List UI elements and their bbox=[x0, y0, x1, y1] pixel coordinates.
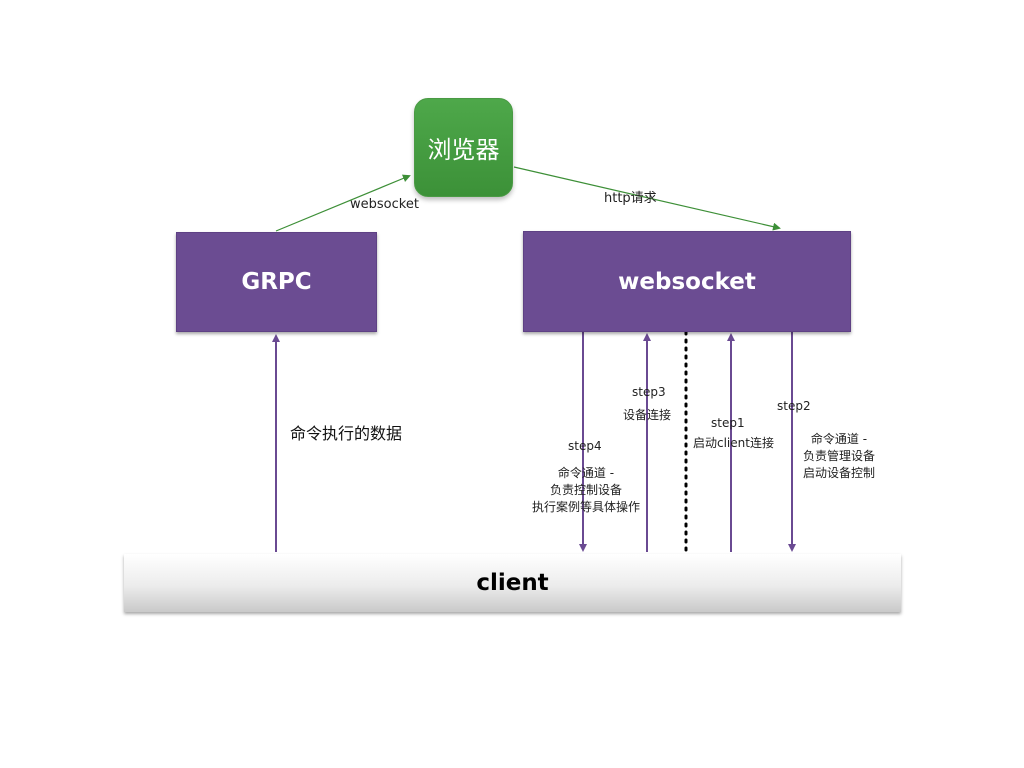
websocket-node: websocket bbox=[523, 231, 851, 332]
label-step3-desc: 设备连接 bbox=[623, 408, 672, 422]
client-node-label: client bbox=[476, 570, 549, 596]
label-step1-desc: 启动client连接 bbox=[693, 436, 774, 450]
label-step4-desc: 命令通道 - 负责控制设备 执行案例等具体操作 bbox=[531, 465, 641, 516]
label-step4-line3: 执行案例等具体操作 bbox=[531, 500, 640, 514]
grpc-node: GRPC bbox=[176, 232, 377, 332]
label-step2-desc: 命令通道 - 负责管理设备 启动设备控制 bbox=[800, 431, 878, 482]
client-node: client bbox=[124, 554, 901, 612]
label-step4: step4 bbox=[568, 439, 602, 453]
grpc-node-label: GRPC bbox=[241, 269, 312, 295]
browser-node: 浏览器 bbox=[414, 98, 513, 197]
arrow-browser-to-websocket bbox=[513, 166, 781, 231]
label-step3: step3 bbox=[632, 385, 666, 399]
label-command-data: 命令执行的数据 bbox=[290, 424, 403, 443]
label-step4-line1: 命令通道 - bbox=[557, 466, 615, 480]
edge-label-http: http请求 bbox=[604, 191, 657, 206]
label-step2-line3: 启动设备控制 bbox=[802, 466, 875, 480]
label-step2: step2 bbox=[777, 399, 811, 413]
browser-node-label: 浏览器 bbox=[427, 136, 500, 164]
label-step4-line2: 负责控制设备 bbox=[549, 483, 622, 497]
label-step2-line1: 命令通道 - bbox=[810, 432, 868, 446]
websocket-node-label: websocket bbox=[618, 268, 756, 295]
label-step1: step1 bbox=[711, 416, 745, 430]
arrow-grpc-to-browser bbox=[275, 174, 411, 232]
label-step2-line2: 负责管理设备 bbox=[802, 449, 875, 463]
edge-label-websocket: websocket bbox=[350, 197, 419, 212]
